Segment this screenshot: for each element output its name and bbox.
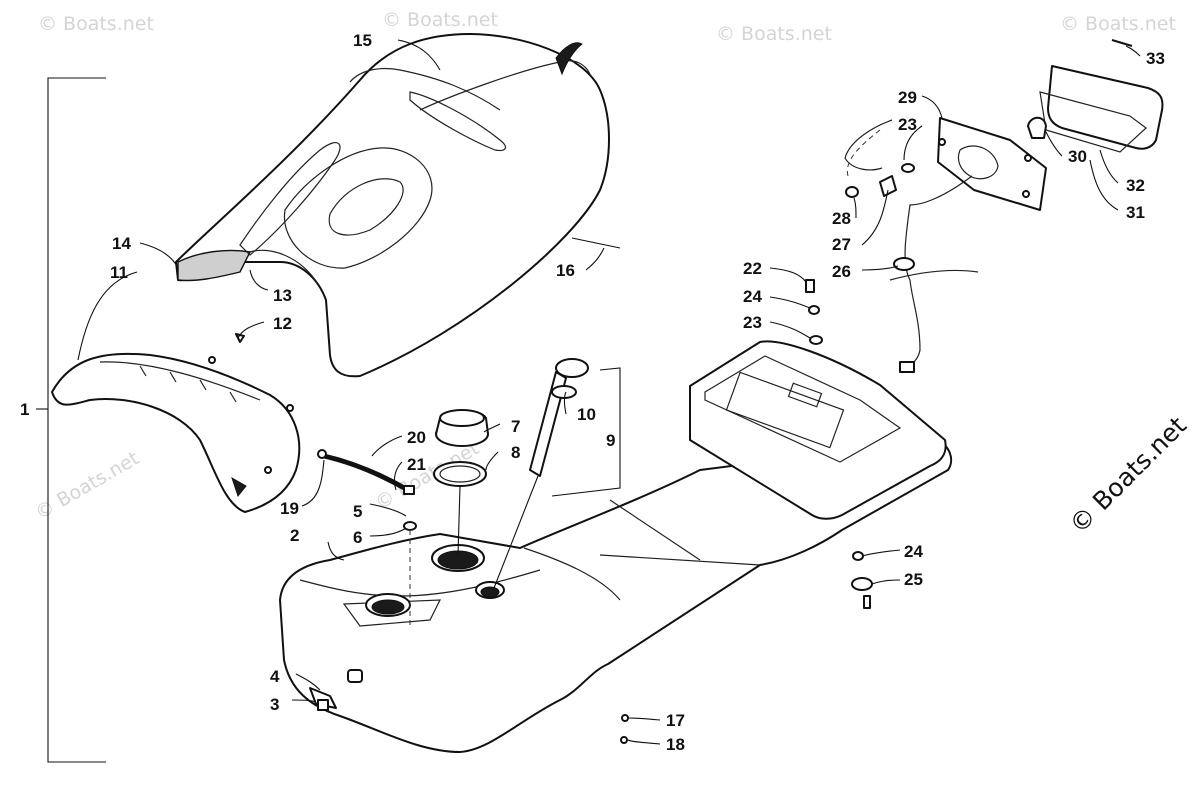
callout-25: 25 — [904, 570, 923, 589]
callout-31: 31 — [1126, 203, 1145, 222]
callout-14: 14 — [112, 234, 131, 253]
callout-19: 19 — [280, 499, 299, 518]
callouts: 1 2 3 4 5 6 7 8 9 10 11 12 13 14 15 16 1… — [20, 31, 1165, 754]
callout-17: 17 — [666, 711, 685, 730]
gas-cap — [433, 409, 489, 556]
callout-4: 4 — [270, 667, 280, 686]
taillight — [844, 39, 1164, 373]
callout-16: 16 — [556, 261, 575, 280]
callout-23: 23 — [743, 313, 762, 332]
seat-strap — [571, 237, 621, 249]
watermark-text: © Boats.net — [1060, 13, 1176, 35]
callout-6: 6 — [353, 528, 362, 547]
callout-29: 29 — [898, 88, 917, 107]
watermark-text: © Boats.net — [716, 23, 832, 45]
watermark-text: © Boats.net — [382, 9, 498, 31]
watermark-text: © Boats.net — [38, 13, 154, 35]
watermark-text: © Boats.net — [1064, 411, 1192, 539]
callout-15: 15 — [353, 31, 372, 50]
callout-8: 8 — [511, 443, 520, 462]
callout-13: 13 — [273, 286, 292, 305]
callout-23: 23 — [898, 115, 917, 134]
callout-24: 24 — [904, 542, 923, 561]
callout-30: 30 — [1068, 147, 1087, 166]
fuel-gauge — [493, 358, 621, 589]
callout-7: 7 — [511, 417, 520, 436]
callout-12: 12 — [273, 314, 292, 333]
callout-21: 21 — [407, 455, 426, 474]
callout-11: 11 — [110, 263, 128, 282]
callout-3: 3 — [270, 695, 279, 714]
callout-28: 28 — [832, 209, 851, 228]
drain-fitting — [309, 687, 337, 711]
callout-27: 27 — [832, 235, 851, 254]
assembly-bracket — [47, 77, 106, 763]
callout-26: 26 — [832, 262, 851, 281]
callout-20: 20 — [407, 428, 426, 447]
callout-2: 2 — [290, 526, 299, 545]
callout-18: 18 — [666, 735, 685, 754]
callout-24: 24 — [743, 287, 762, 306]
vent-hose — [317, 449, 417, 628]
callout-33: 33 — [1146, 49, 1165, 68]
callout-32: 32 — [1126, 176, 1145, 195]
callout-9: 9 — [606, 431, 615, 450]
rear-flap — [51, 352, 301, 513]
fuel-tank — [279, 439, 953, 753]
seat — [175, 33, 610, 378]
callout-22: 22 — [743, 259, 762, 278]
storage-box — [689, 340, 947, 520]
leader-lines — [77, 39, 1141, 745]
hardware — [235, 279, 873, 744]
callout-5: 5 — [353, 502, 362, 521]
callout-10: 10 — [577, 405, 596, 424]
callout-1: 1 — [20, 400, 29, 419]
